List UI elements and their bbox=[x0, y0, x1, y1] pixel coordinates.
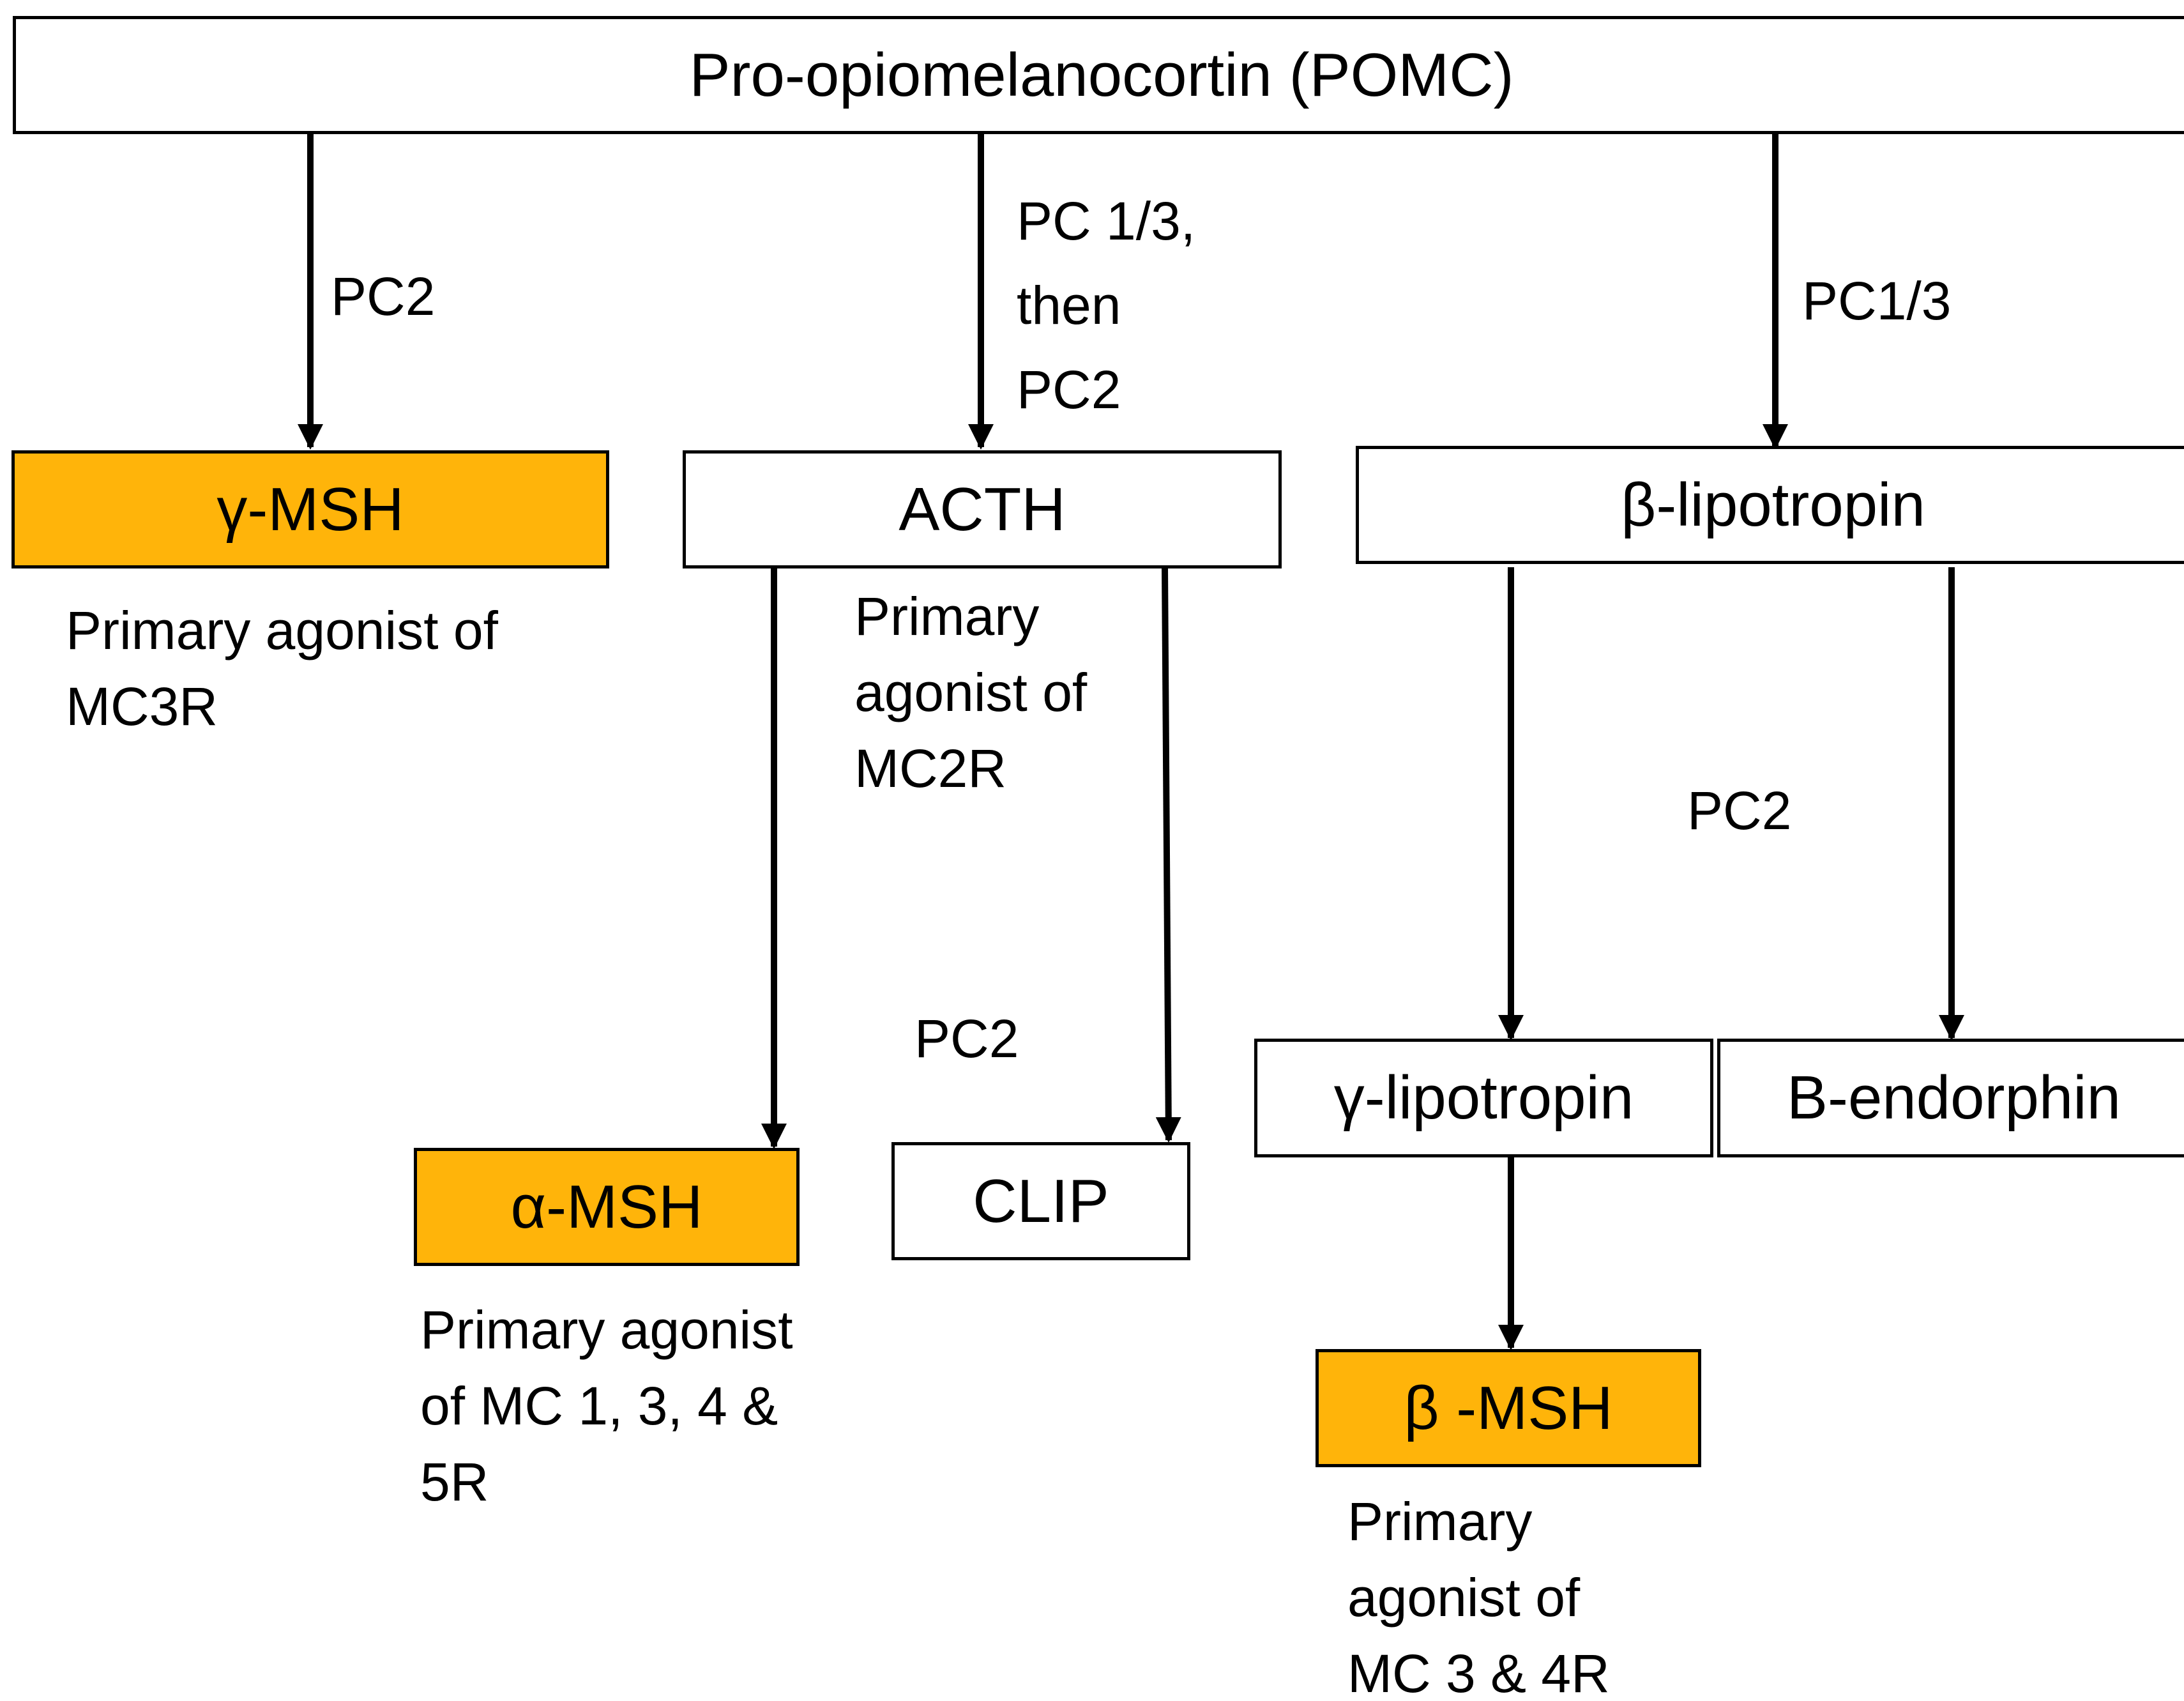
acth-description: Primary agonist of MC2R bbox=[854, 586, 1088, 798]
enzyme-label-pc13-beta: PC1/3 bbox=[1802, 271, 1952, 331]
beta-msh-box: β -MSH bbox=[1316, 1349, 1701, 1467]
arrow-acth-to-clip bbox=[1155, 567, 1181, 1143]
enzyme-label-pc2-lipotropin: PC2 bbox=[1687, 781, 1792, 841]
gamma-lipotropin-box: γ-lipotropin bbox=[1254, 1039, 1713, 1157]
acth-box: ACTH bbox=[683, 450, 1282, 568]
beta-msh-description: Primary agonist of MC 3 & 4R bbox=[1347, 1491, 1610, 1701]
enzyme-label-pc13-then-pc2: PC 1/3, then PC2 bbox=[1017, 191, 1196, 420]
b-endorphin-box: B-endorphin bbox=[1717, 1039, 2184, 1157]
enzyme-label-pc2-gamma: PC2 bbox=[331, 266, 436, 326]
pomc-box: Pro-opiomelanocortin (POMC) bbox=[13, 16, 2184, 134]
enzyme-label-pc2-acth: PC2 bbox=[914, 1009, 1019, 1069]
gamma-msh-box: γ-MSH bbox=[11, 450, 609, 568]
clip-box: CLIP bbox=[891, 1142, 1190, 1260]
alpha-msh-description: Primary agonist of MC 1, 3, 4 & 5R bbox=[420, 1300, 793, 1512]
beta-lipotropin-box: β-lipotropin bbox=[1356, 446, 2184, 564]
gamma-msh-description: Primary agonist of MC3R bbox=[66, 600, 498, 736]
alpha-msh-box: α-MSH bbox=[414, 1148, 800, 1266]
